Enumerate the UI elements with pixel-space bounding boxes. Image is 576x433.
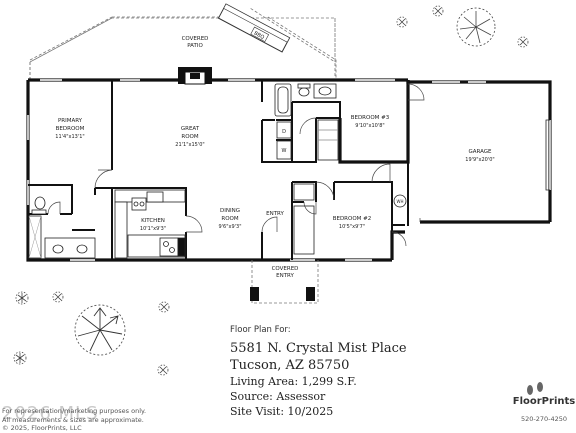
dining-room-label-1: DINING [220,208,240,214]
covered-entry-label-1: COVERED [272,266,299,272]
tree-icon [74,304,126,356]
property-info: Floor Plan For: 5581 N. Crystal Mist Pla… [230,325,450,419]
address-line-1: 5581 N. Crystal Mist Place [230,341,407,356]
shrub-icon [13,5,529,376]
site-visit: Site Visit: 10/2025 [230,405,334,418]
bedroom2-label: BEDROOM #2 [333,216,372,222]
room-labels: COVERED PATIO PRIMARY BEDROOM 11'4"x13'1… [55,36,494,279]
garage-label: GARAGE [468,149,492,155]
covered-patio-label-1: COVERED [182,36,209,42]
washer-label: W [282,148,287,154]
disclaimer-line-3: © 2025, FloorPrints, LLC [2,424,82,432]
fixtures [28,83,550,259]
bedroom2-size: 10'5"x9'7" [339,224,365,230]
brand-name: FloorPrints [512,396,576,407]
primary-bedroom-label-1: PRIMARY [58,118,83,124]
great-room-label-1: GREAT [181,126,200,132]
windows [27,79,551,261]
mls-watermark: 2026 MLS [2,403,99,424]
door-swings [47,83,425,247]
brand-block: FloorPrints 520-270-4250 [512,396,576,423]
dryer-label: D [282,129,286,135]
address-line-2: Tucson, AZ 85750 [230,358,350,373]
covered-entry-label-2: ENTRY [276,273,294,279]
great-room-size: 21'1"x15'0" [175,142,204,148]
covered-patio-label-2: PATIO [187,43,203,49]
bedroom3-size: 9'10"x10'8" [355,123,384,129]
living-area: Living Area: 1,299 S.F. [230,375,357,388]
info-header: Floor Plan For: [230,325,291,335]
disclaimer-line-1: For representation/marketing purposes on… [2,407,147,415]
disclaimer: For representation/marketing purposes on… [2,407,182,433]
primary-bedroom-label-2: BEDROOM [56,126,85,132]
bbq-label: BBQ [253,31,265,41]
covered-entry-outline [250,260,319,304]
entry-label: ENTRY [266,211,284,217]
interior-walls [28,80,409,260]
great-room-label-2: ROOM [181,134,198,140]
garage-size: 19'9"x20'0" [465,157,494,163]
dining-room-size: 9'6"x9'3" [218,224,241,230]
primary-bedroom-size: 11'4"x13'1" [55,134,84,140]
water-heater-label: WH [397,199,404,204]
fireplace [178,67,212,85]
kitchen-label: KITCHEN [141,218,165,224]
floorprints-logo-icon [527,382,543,395]
bedroom3-label: BEDROOM #3 [351,115,390,121]
dining-room-label-2: ROOM [221,216,238,222]
brand-phone: 520-270-4250 [520,415,568,423]
source: Source: Assessor [230,390,326,403]
bbq-counter: BBQ [217,3,291,53]
disclaimer-line-2: All measurements & sizes are approximate… [2,415,144,424]
kitchen-size: 10'1"x9'3" [140,226,166,232]
